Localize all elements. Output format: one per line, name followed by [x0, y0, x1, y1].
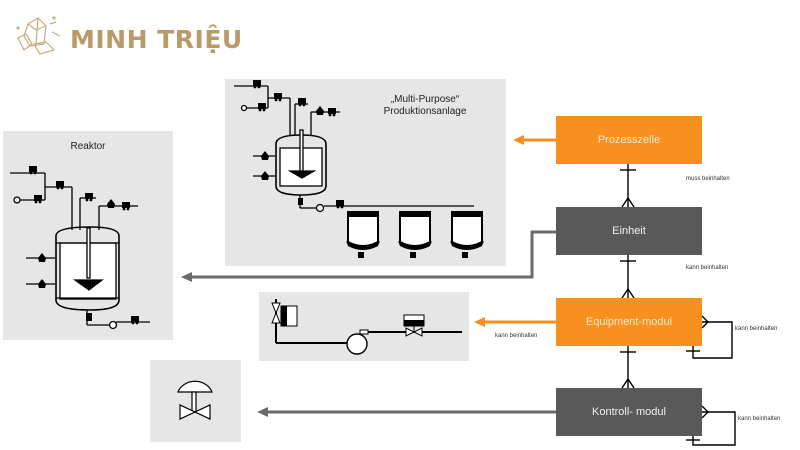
- crystal-icon: [16, 16, 61, 55]
- prozesszelle-label: Prozesszelle: [597, 134, 661, 146]
- arrow-head: [474, 317, 485, 327]
- arrow-head: [257, 407, 268, 417]
- arrow-head: [181, 272, 192, 282]
- production-plant-title-line1: „Multi-Purpose“: [390, 94, 460, 105]
- einheit-arrow: [190, 230, 556, 279]
- connector-arrows: [181, 135, 556, 417]
- brand-name: MINH TRIỆU: [70, 25, 243, 54]
- logo: [10, 14, 68, 58]
- storage-tank: [398, 211, 432, 258]
- control-valve-icon: [177, 380, 213, 420]
- equipment-modul-label: Equipment-modul: [585, 316, 673, 328]
- relation-note-equipment-arrow: kann beinhalten: [495, 333, 538, 339]
- kontroll-modul-label: Kontroll- modul: [592, 406, 666, 418]
- production-plant-instruments: [253, 80, 344, 209]
- storage-tank: [346, 211, 380, 258]
- er-connectors: [620, 164, 736, 446]
- reaktor-instruments: [29, 166, 139, 325]
- arrow-head: [513, 135, 524, 145]
- relation-note-equipment-self: kann beinhalten: [735, 326, 778, 332]
- reaktor-title: Reaktor: [70, 141, 106, 152]
- relation-note-kontroll-self: kann beinhalten: [738, 416, 781, 422]
- production-plant-title-line2: Produktionsanlage: [383, 106, 467, 117]
- storage-tank: [450, 211, 484, 258]
- relation-note-muss: muss beinhalten: [686, 176, 730, 182]
- equipment-schematic: [271, 299, 462, 355]
- einheit-label: Einheit: [612, 225, 646, 237]
- reaktor-schematic: [10, 172, 150, 330]
- storage-tanks: [346, 211, 484, 258]
- equipment-modul-box[interactable]: Equipment-modul: [556, 298, 702, 346]
- prozesszelle-box[interactable]: Prozesszelle: [556, 116, 702, 164]
- einheit-box[interactable]: Einheit: [556, 207, 702, 255]
- relation-note-einheit-equipment: kann beinhalten: [686, 265, 729, 271]
- production-plant-schematic: [234, 85, 474, 213]
- kontroll-modul-box[interactable]: Kontroll- modul: [556, 388, 702, 436]
